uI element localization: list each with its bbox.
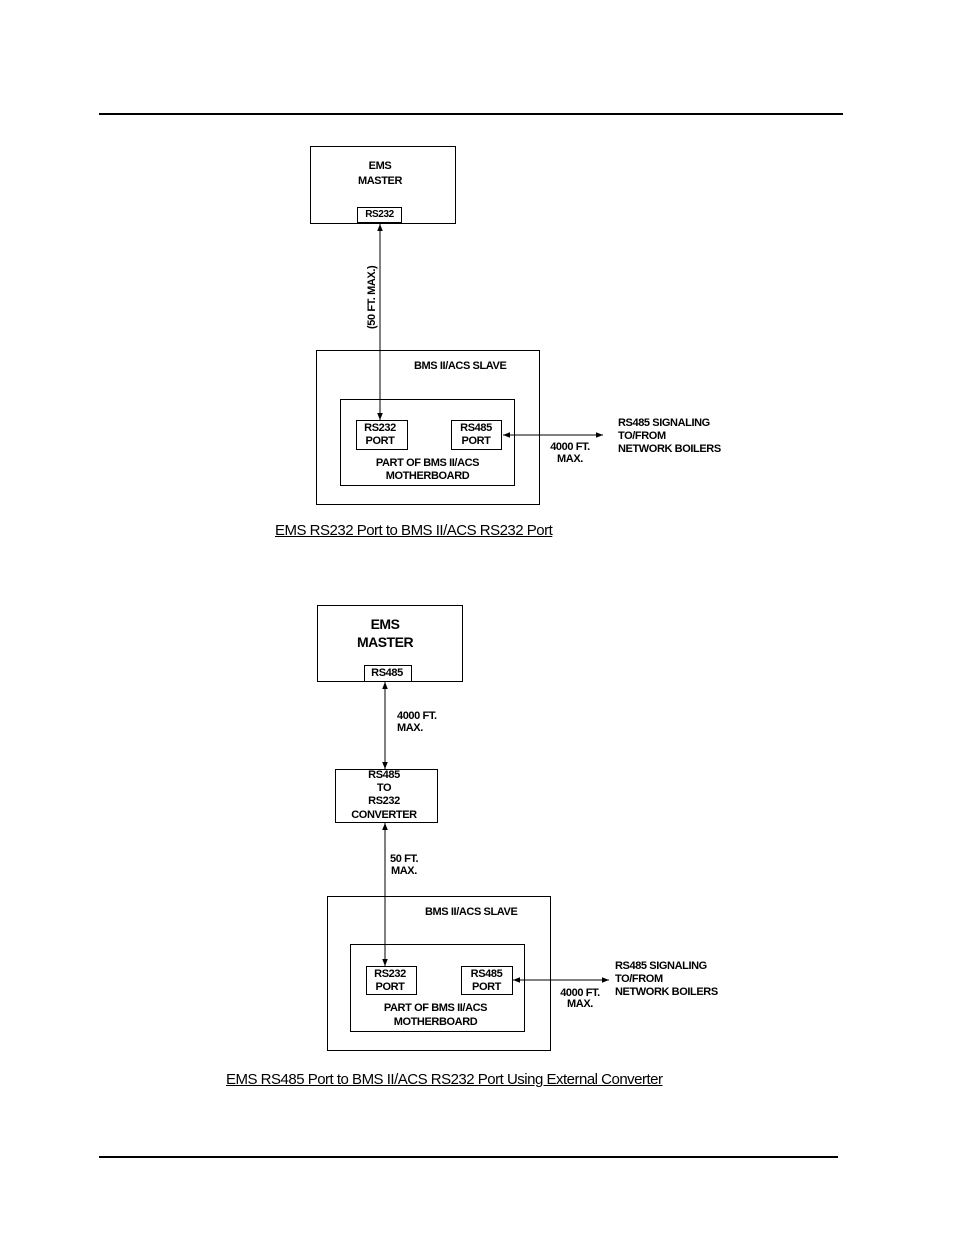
network-distance-2: MAX. <box>557 453 583 465</box>
rs232-port-box-2 <box>366 966 417 995</box>
master-port-rs232 <box>357 207 402 223</box>
rs485-port-box-2 <box>461 966 513 995</box>
network-label-3: NETWORK BOILERS <box>618 443 721 455</box>
bms-slave-box <box>316 350 540 505</box>
converter-label-2: TO <box>376 782 392 794</box>
bms-slave-title: BMS II/ACS SLAVE <box>414 360 507 372</box>
ems-master-title-2: MASTER <box>357 175 403 187</box>
network-label-1: RS485 SIGNALING <box>618 417 710 429</box>
master-port-2-label: RS485 <box>371 667 403 679</box>
rs485-port-box <box>451 420 502 450</box>
rs232-port-box <box>356 420 408 450</box>
rs232-port-label-2: PORT <box>365 435 395 447</box>
link2-distance-2: MAX. <box>391 865 417 877</box>
network-2-distance-2: MAX. <box>567 998 593 1010</box>
network-label-2: TO/FROM <box>618 430 666 442</box>
cable-length-label: (50 FT. MAX.) <box>366 265 378 329</box>
converter-label-3: RS232 <box>368 795 400 807</box>
top-rule <box>99 113 843 115</box>
link1-distance-1: 4000 FT. <box>397 710 437 722</box>
motherboard-2-label-2: MOTHERBOARD <box>393 1016 478 1028</box>
link2-distance-1: 50 FT. <box>390 853 419 865</box>
ems-master-box <box>310 146 456 224</box>
bms-slave-box-2 <box>327 896 551 1051</box>
network-2-label-2: TO/FROM <box>615 973 663 985</box>
converter-label-1: RS485 <box>368 769 400 781</box>
network-2-label-3: NETWORK BOILERS <box>615 986 718 998</box>
motherboard-label-1: PART OF BMS II/ACS <box>375 457 480 469</box>
rs232-port-2-label-1: RS232 <box>374 968 406 980</box>
bottom-rule <box>99 1156 838 1158</box>
network-2-label-1: RS485 SIGNALING <box>615 960 707 972</box>
master-port-label: RS232 <box>365 209 394 220</box>
network-2-distance-1: 4000 FT. <box>560 987 600 999</box>
rs485-port-label-1: RS485 <box>460 422 492 434</box>
motherboard-label-2: MOTHERBOARD <box>385 470 470 482</box>
network-distance-1: 4000 FT. <box>550 441 590 453</box>
caption-2: EMS RS485 Port to BMS II/ACS RS232 Port … <box>226 1071 663 1088</box>
rs232-port-2-label-2: PORT <box>375 981 405 993</box>
ems-master-2-title-1: EMS <box>370 616 400 632</box>
converter-box <box>335 769 438 823</box>
bms-slave-2-title: BMS II/ACS SLAVE <box>425 906 518 918</box>
link1-distance-2: MAX. <box>397 722 423 734</box>
rs485-port-2-label-1: RS485 <box>470 968 503 980</box>
converter-label-4: CONVERTER <box>351 809 417 821</box>
rs485-port-2-label-2: PORT <box>472 981 501 993</box>
motherboard-box-2 <box>350 944 525 1032</box>
motherboard-2-label-1: PART OF BMS II/ACS <box>383 1002 488 1014</box>
master-port-rs485 <box>364 665 412 682</box>
rs485-port-label-2: PORT <box>461 435 491 447</box>
motherboard-box <box>340 399 515 486</box>
ems-master-title-1: EMS <box>368 160 392 172</box>
rs232-port-label-1: RS232 <box>364 422 396 434</box>
caption-1: EMS RS232 Port to BMS II/ACS RS232 Port <box>275 522 553 539</box>
ems-master-2-title-2: MASTER <box>356 634 414 650</box>
